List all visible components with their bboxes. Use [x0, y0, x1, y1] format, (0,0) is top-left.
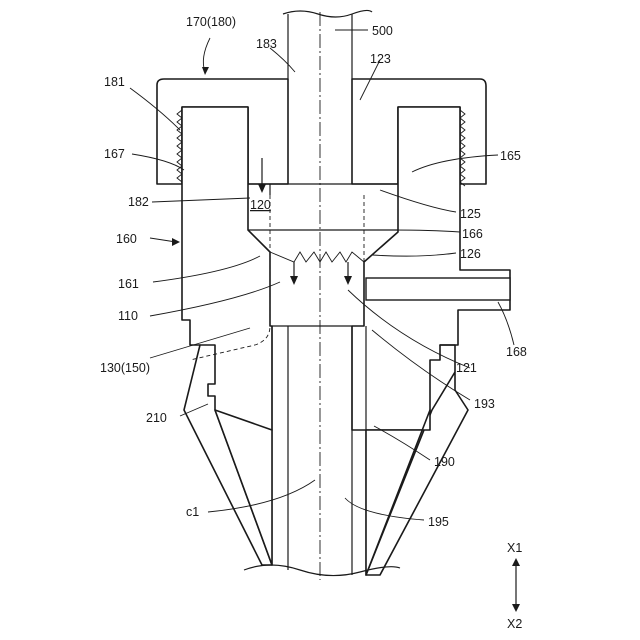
label-193: 193	[474, 397, 495, 411]
label-110: 110	[118, 309, 138, 323]
label-167: 167	[104, 147, 125, 161]
top-break-line	[283, 10, 372, 17]
label-500: 500	[372, 24, 393, 38]
label-120: 120	[250, 198, 271, 212]
label-121: 121	[456, 361, 477, 375]
label-160: 160	[116, 232, 137, 246]
label-168: 168	[506, 345, 527, 359]
label-165: 165	[500, 149, 521, 163]
chamber-120	[248, 184, 398, 262]
label-210: 210	[146, 411, 167, 425]
label-181: 181	[104, 75, 125, 89]
label-195: 195	[428, 515, 449, 529]
label-166: 166	[462, 227, 483, 241]
label-c1: c1	[186, 505, 199, 519]
label-123: 123	[370, 52, 391, 66]
label-125: 125	[460, 207, 481, 221]
label-161: 161	[118, 277, 139, 291]
label-170-180: 170(180)	[186, 15, 236, 29]
label-x1: X1	[507, 541, 522, 555]
label-183: 183	[256, 37, 277, 51]
axis-indicator	[512, 558, 520, 612]
label-182: 182	[128, 195, 149, 209]
channel-168	[366, 278, 510, 300]
label-126: 126	[460, 247, 481, 261]
tube-193	[272, 326, 366, 575]
label-x2: X2	[507, 617, 522, 631]
label-190: 190	[434, 455, 455, 469]
label-130-150: 130(150)	[100, 361, 150, 375]
